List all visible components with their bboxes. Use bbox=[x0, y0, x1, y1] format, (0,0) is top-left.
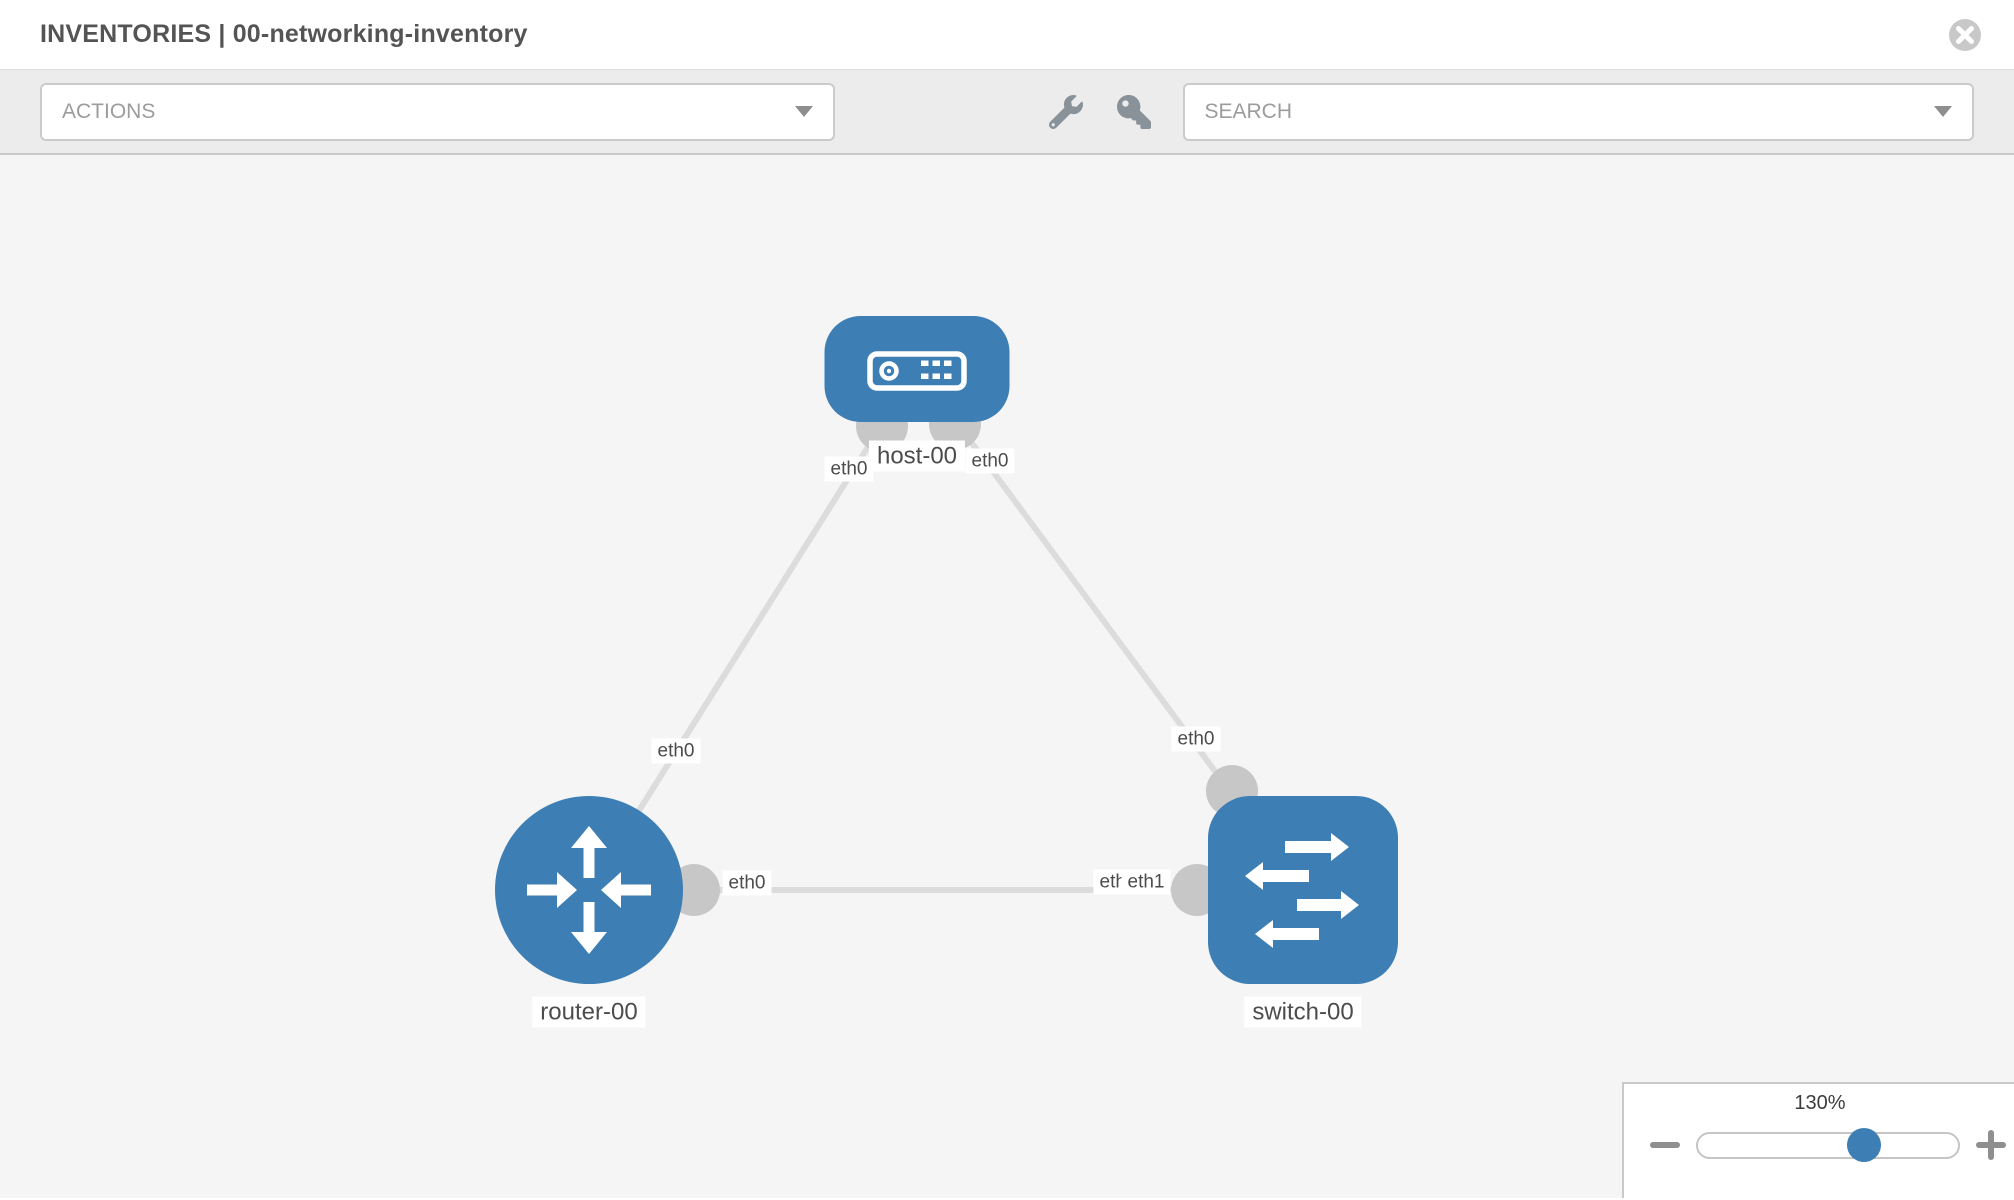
zoom-slider-thumb[interactable] bbox=[1847, 1128, 1882, 1162]
search-dropdown[interactable]: SEARCH bbox=[1182, 82, 1974, 141]
link-host-00-router-00[interactable] bbox=[586, 367, 920, 892]
node-host-00[interactable] bbox=[824, 316, 1010, 422]
actions-dropdown-label: ACTIONS bbox=[62, 99, 156, 123]
zoom-slider[interactable] bbox=[1696, 1128, 1960, 1162]
actions-dropdown[interactable]: ACTIONS bbox=[40, 82, 835, 141]
page-header: INVENTORIES | 00-networking-inventory bbox=[0, 0, 2014, 70]
zoom-in-button[interactable] bbox=[1976, 1130, 2006, 1160]
zoom-panel: 130% bbox=[1622, 1082, 2014, 1198]
zoom-level: 130% bbox=[1794, 1092, 1846, 1114]
zoom-out-button[interactable] bbox=[1650, 1142, 1680, 1148]
close-button[interactable] bbox=[1948, 18, 1982, 52]
chevron-down-icon bbox=[794, 106, 813, 117]
close-icon bbox=[1949, 19, 1981, 51]
wrench-icon[interactable] bbox=[1048, 94, 1083, 129]
node-router-00[interactable] bbox=[495, 796, 683, 984]
toolbar: ACTIONS SEARCH bbox=[0, 70, 2014, 155]
toolbar-tools bbox=[1048, 94, 1151, 129]
search-placeholder: SEARCH bbox=[1204, 99, 1293, 123]
page-title: INVENTORIES | 00-networking-inventory bbox=[40, 20, 528, 48]
key-icon[interactable] bbox=[1116, 94, 1151, 129]
chevron-down-icon bbox=[1934, 106, 1952, 117]
topology-svg bbox=[495, 316, 1398, 984]
node-switch-00[interactable] bbox=[1208, 796, 1398, 984]
